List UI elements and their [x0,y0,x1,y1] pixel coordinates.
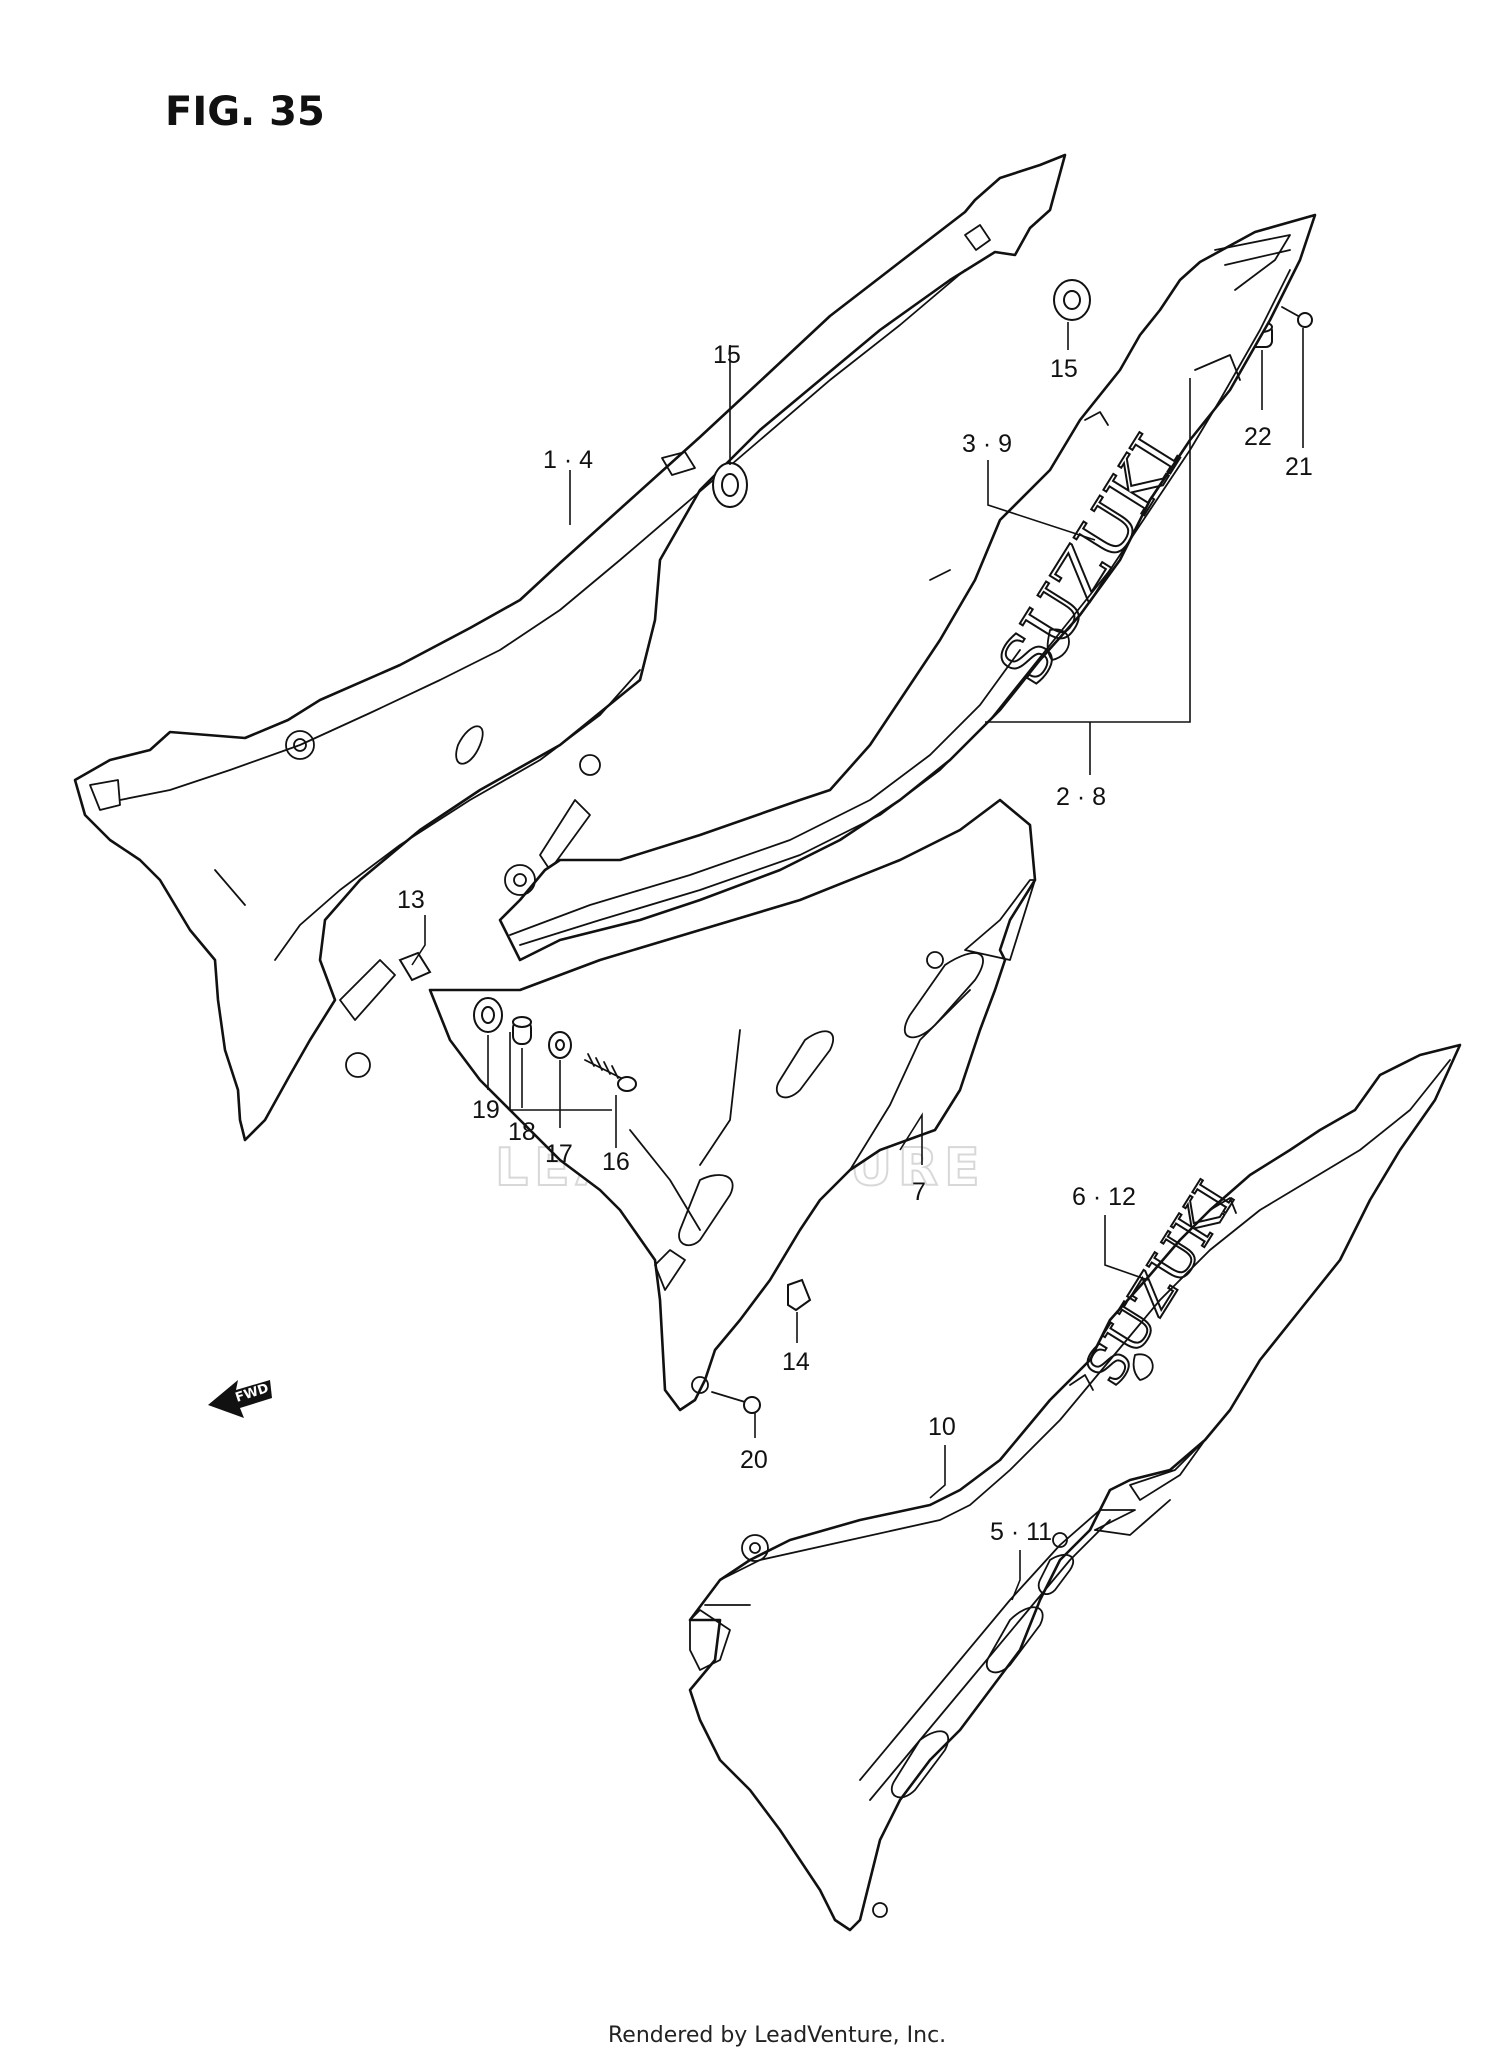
callout-19: 19 [472,1096,500,1124]
callout-20: 20 [740,1446,768,1474]
callout-leaders [411,322,1304,1601]
fastener-16[interactable] [584,1053,637,1092]
callout-5-11: 5 · 11 [990,1518,1052,1546]
callout-7: 7 [912,1178,926,1206]
grommet-15-right[interactable] [1053,279,1091,321]
frame-cover-part[interactable] [73,153,1067,1142]
screw-21[interactable] [1281,306,1313,328]
figure-title: FIG. 35 [165,89,325,135]
callout-16: 16 [602,1148,630,1176]
forward-direction-arrow: FWD [208,1380,272,1418]
fastener-13[interactable] [398,951,432,982]
callout-1-4: 1 · 4 [543,446,593,474]
callout-14: 14 [782,1348,810,1376]
callout-15-left: 15 [713,341,741,369]
fastener-14[interactable] [787,1278,812,1312]
callout-labels: 1 · 4 15 15 3 · 9 22 21 2 · 8 13 19 18 1… [397,341,1313,1546]
callout-21: 21 [1285,453,1313,481]
fastener-20[interactable] [711,1391,761,1414]
callout-3-9: 3 · 9 [962,430,1012,458]
callout-6-12: 6 · 12 [1072,1183,1136,1211]
grommet-15-left[interactable] [712,462,748,508]
callout-2-8: 2 · 8 [1056,783,1106,811]
fastener-19[interactable] [473,997,503,1033]
fastener-17[interactable] [548,1031,572,1059]
callout-18: 18 [508,1118,536,1146]
callout-13: 13 [397,886,425,914]
fastener-18[interactable] [512,1016,532,1045]
footer-credit: Rendered by LeadVenture, Inc. [608,2023,946,2048]
callout-10: 10 [928,1413,956,1441]
lower-side-cover-part-7[interactable] [428,798,1037,1412]
callout-15-right: 15 [1050,355,1078,383]
callout-22: 22 [1244,423,1272,451]
callout-17: 17 [545,1140,573,1168]
